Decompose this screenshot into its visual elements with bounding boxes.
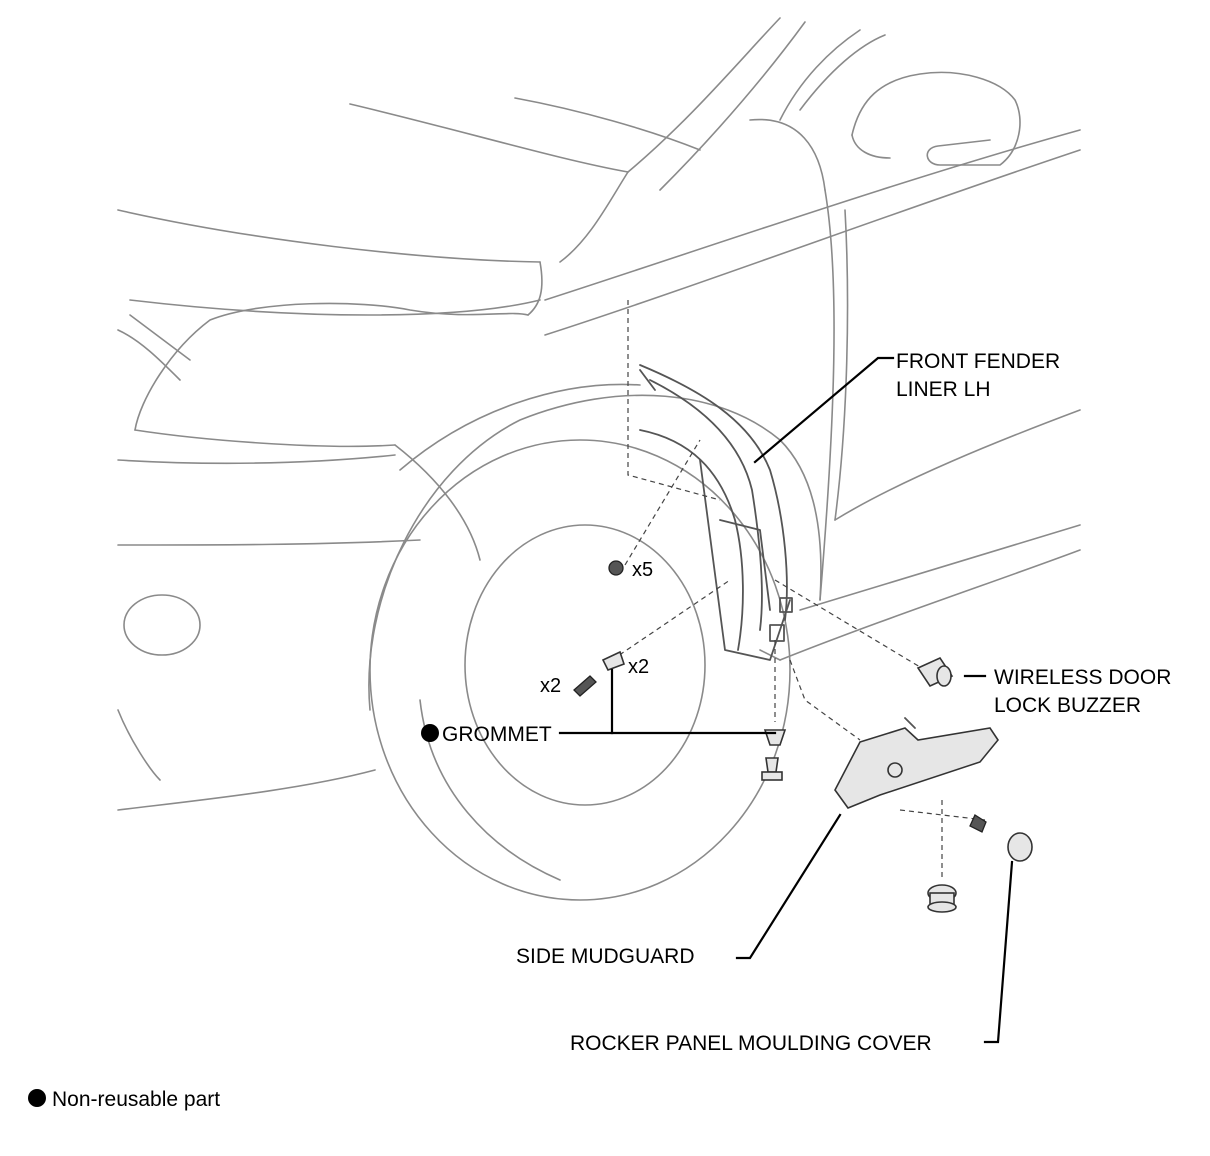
legend-non-reusable-text: Non-reusable part — [52, 1088, 220, 1111]
grommet-screw — [761, 757, 783, 781]
label-wireless-door-lock-buzzer-line1: WIRELESS DOOR — [994, 666, 1171, 689]
front-tire — [369, 439, 791, 901]
label-front-fender-liner-line2: LINER LH — [896, 378, 991, 401]
wireless-door-lock-buzzer-part — [916, 656, 954, 688]
clip-x2-right — [601, 650, 626, 672]
label-side-mudguard: SIDE MUDGUARD — [516, 945, 695, 968]
front-fender-liner — [639, 364, 793, 661]
side-mudguard-part — [834, 717, 999, 809]
screw-x2-left — [573, 675, 597, 697]
legend-bullet-icon — [28, 1089, 46, 1107]
label-wireless-door-lock-buzzer-line2: LOCK BUZZER — [994, 694, 1141, 717]
rocker-panel-moulding-cover-part — [1007, 832, 1033, 862]
label-front-fender-liner-line1: FRONT FENDER — [896, 350, 1060, 373]
qty-screw-x2: x2 — [540, 675, 561, 697]
label-grommet: GROMMET — [442, 723, 552, 746]
clip-x5 — [608, 560, 624, 576]
label-rocker-panel-moulding-cover: ROCKER PANEL MOULDING COVER — [570, 1032, 932, 1055]
vehicle-body-outline — [117, 17, 1081, 811]
qty-clip-x5: x5 — [632, 559, 653, 581]
non-reusable-bullet-icon — [421, 724, 439, 742]
alignment-lines — [611, 300, 986, 880]
leader-lines — [558, 356, 1014, 1044]
qty-clip-x2: x2 — [628, 656, 649, 678]
mudguard-clip — [927, 884, 957, 913]
mudguard-screw — [969, 814, 987, 833]
